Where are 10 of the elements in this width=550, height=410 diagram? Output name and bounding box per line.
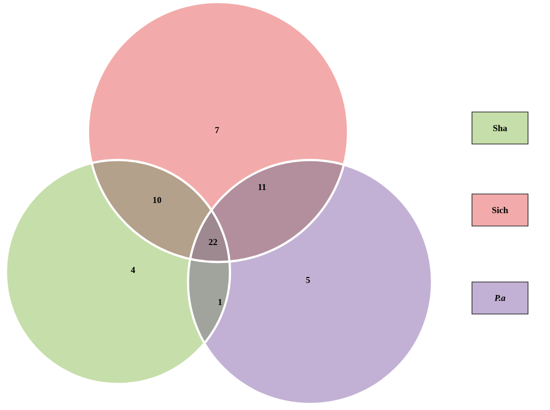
legend-key: Sha (472, 112, 528, 144)
region-count: 4 (130, 267, 136, 273)
legend-key: Sich (472, 194, 528, 226)
region-count: 10 (153, 196, 162, 204)
region-count: 5 (306, 277, 310, 283)
region-count: 11 (258, 184, 266, 190)
region-count: 1 (218, 299, 222, 305)
region-count: 7 (215, 127, 220, 133)
legend-key: P.a (472, 282, 528, 314)
region-count: 22 (208, 239, 218, 245)
